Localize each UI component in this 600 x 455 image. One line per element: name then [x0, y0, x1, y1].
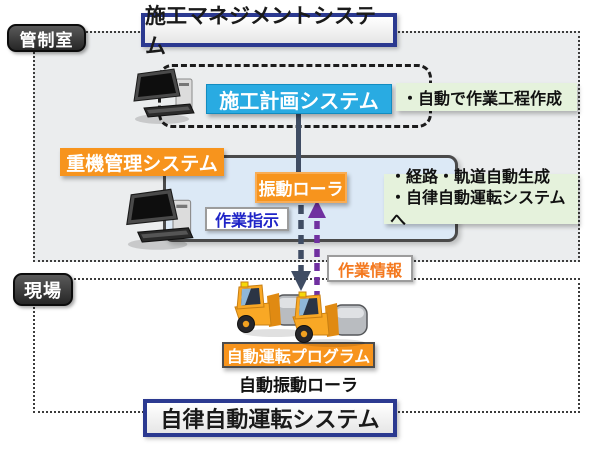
auto-drive-program-box: 自動運転プログラム	[222, 342, 375, 368]
construction-management-system-title: 施工マネジメントシステム	[141, 5, 397, 58]
auto-process-note: ・自動で作業工程作成	[396, 83, 577, 111]
heavy-machine-mgmt-box: 重機管理システム	[60, 148, 224, 176]
auto-roller-caption: 自動振動ローラ	[239, 376, 358, 395]
route-note-line2: ・自律自動運転システムへ	[390, 190, 566, 229]
route-generation-note: ・経路・軌道自動生成 ・自律自動運転システムへ	[384, 169, 578, 229]
laptop-icon	[133, 68, 195, 124]
work-instruction-tag: 作業指示	[205, 207, 289, 231]
road-roller-icon	[292, 291, 368, 347]
vibration-roller-box: 振動ローラ	[255, 172, 347, 203]
route-note-line1: ・経路・軌道自動生成	[390, 168, 551, 186]
control-room-label: 管制室	[7, 24, 86, 52]
site-label: 現場	[13, 273, 73, 306]
laptop-icon	[126, 188, 194, 250]
auto-process-note-text: ・自動で作業工程作成	[402, 91, 563, 108]
planning-system-box: 施工計画システム	[206, 84, 392, 114]
work-info-tag: 作業情報	[327, 255, 413, 282]
autonomous-driving-system-title: 自律自動運転システム	[143, 399, 397, 437]
